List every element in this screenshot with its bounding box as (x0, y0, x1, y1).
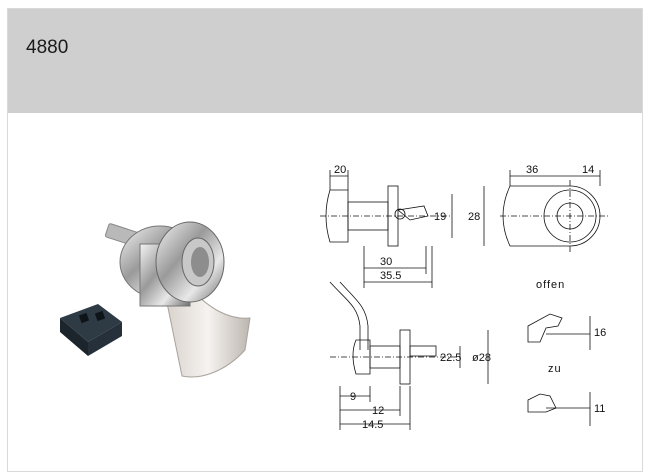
dim-11: 11 (594, 403, 605, 415)
label-offen: offen (536, 279, 565, 291)
dim-9: 9 (350, 391, 356, 403)
product-title: 4880 (26, 37, 69, 58)
dim-14: 14 (582, 164, 594, 176)
label-zu: zu (548, 363, 562, 375)
dim-30: 30 (380, 256, 392, 268)
dim-19: 19 (434, 211, 446, 223)
dim-22-5: 22.5 (440, 352, 461, 364)
dim-12: 12 (372, 405, 384, 417)
dim-28: 28 (468, 211, 480, 223)
dim-16: 16 (594, 327, 606, 339)
product-card: 4880 (7, 8, 643, 472)
dim-20: 20 (334, 164, 346, 176)
dim-36: 36 (526, 164, 538, 176)
dim-phi-28: ø28 (472, 352, 491, 364)
strike-plate (60, 304, 122, 356)
card-header: 4880 (8, 9, 642, 113)
product-photo (60, 221, 251, 378)
dim-14-5: 14.5 (362, 419, 383, 431)
technical-drawing: 20 36 14 19 28 30 35.5 22.5 ø28 9 12 14.… (320, 164, 610, 431)
dim-35-5: 35.5 (380, 270, 401, 282)
